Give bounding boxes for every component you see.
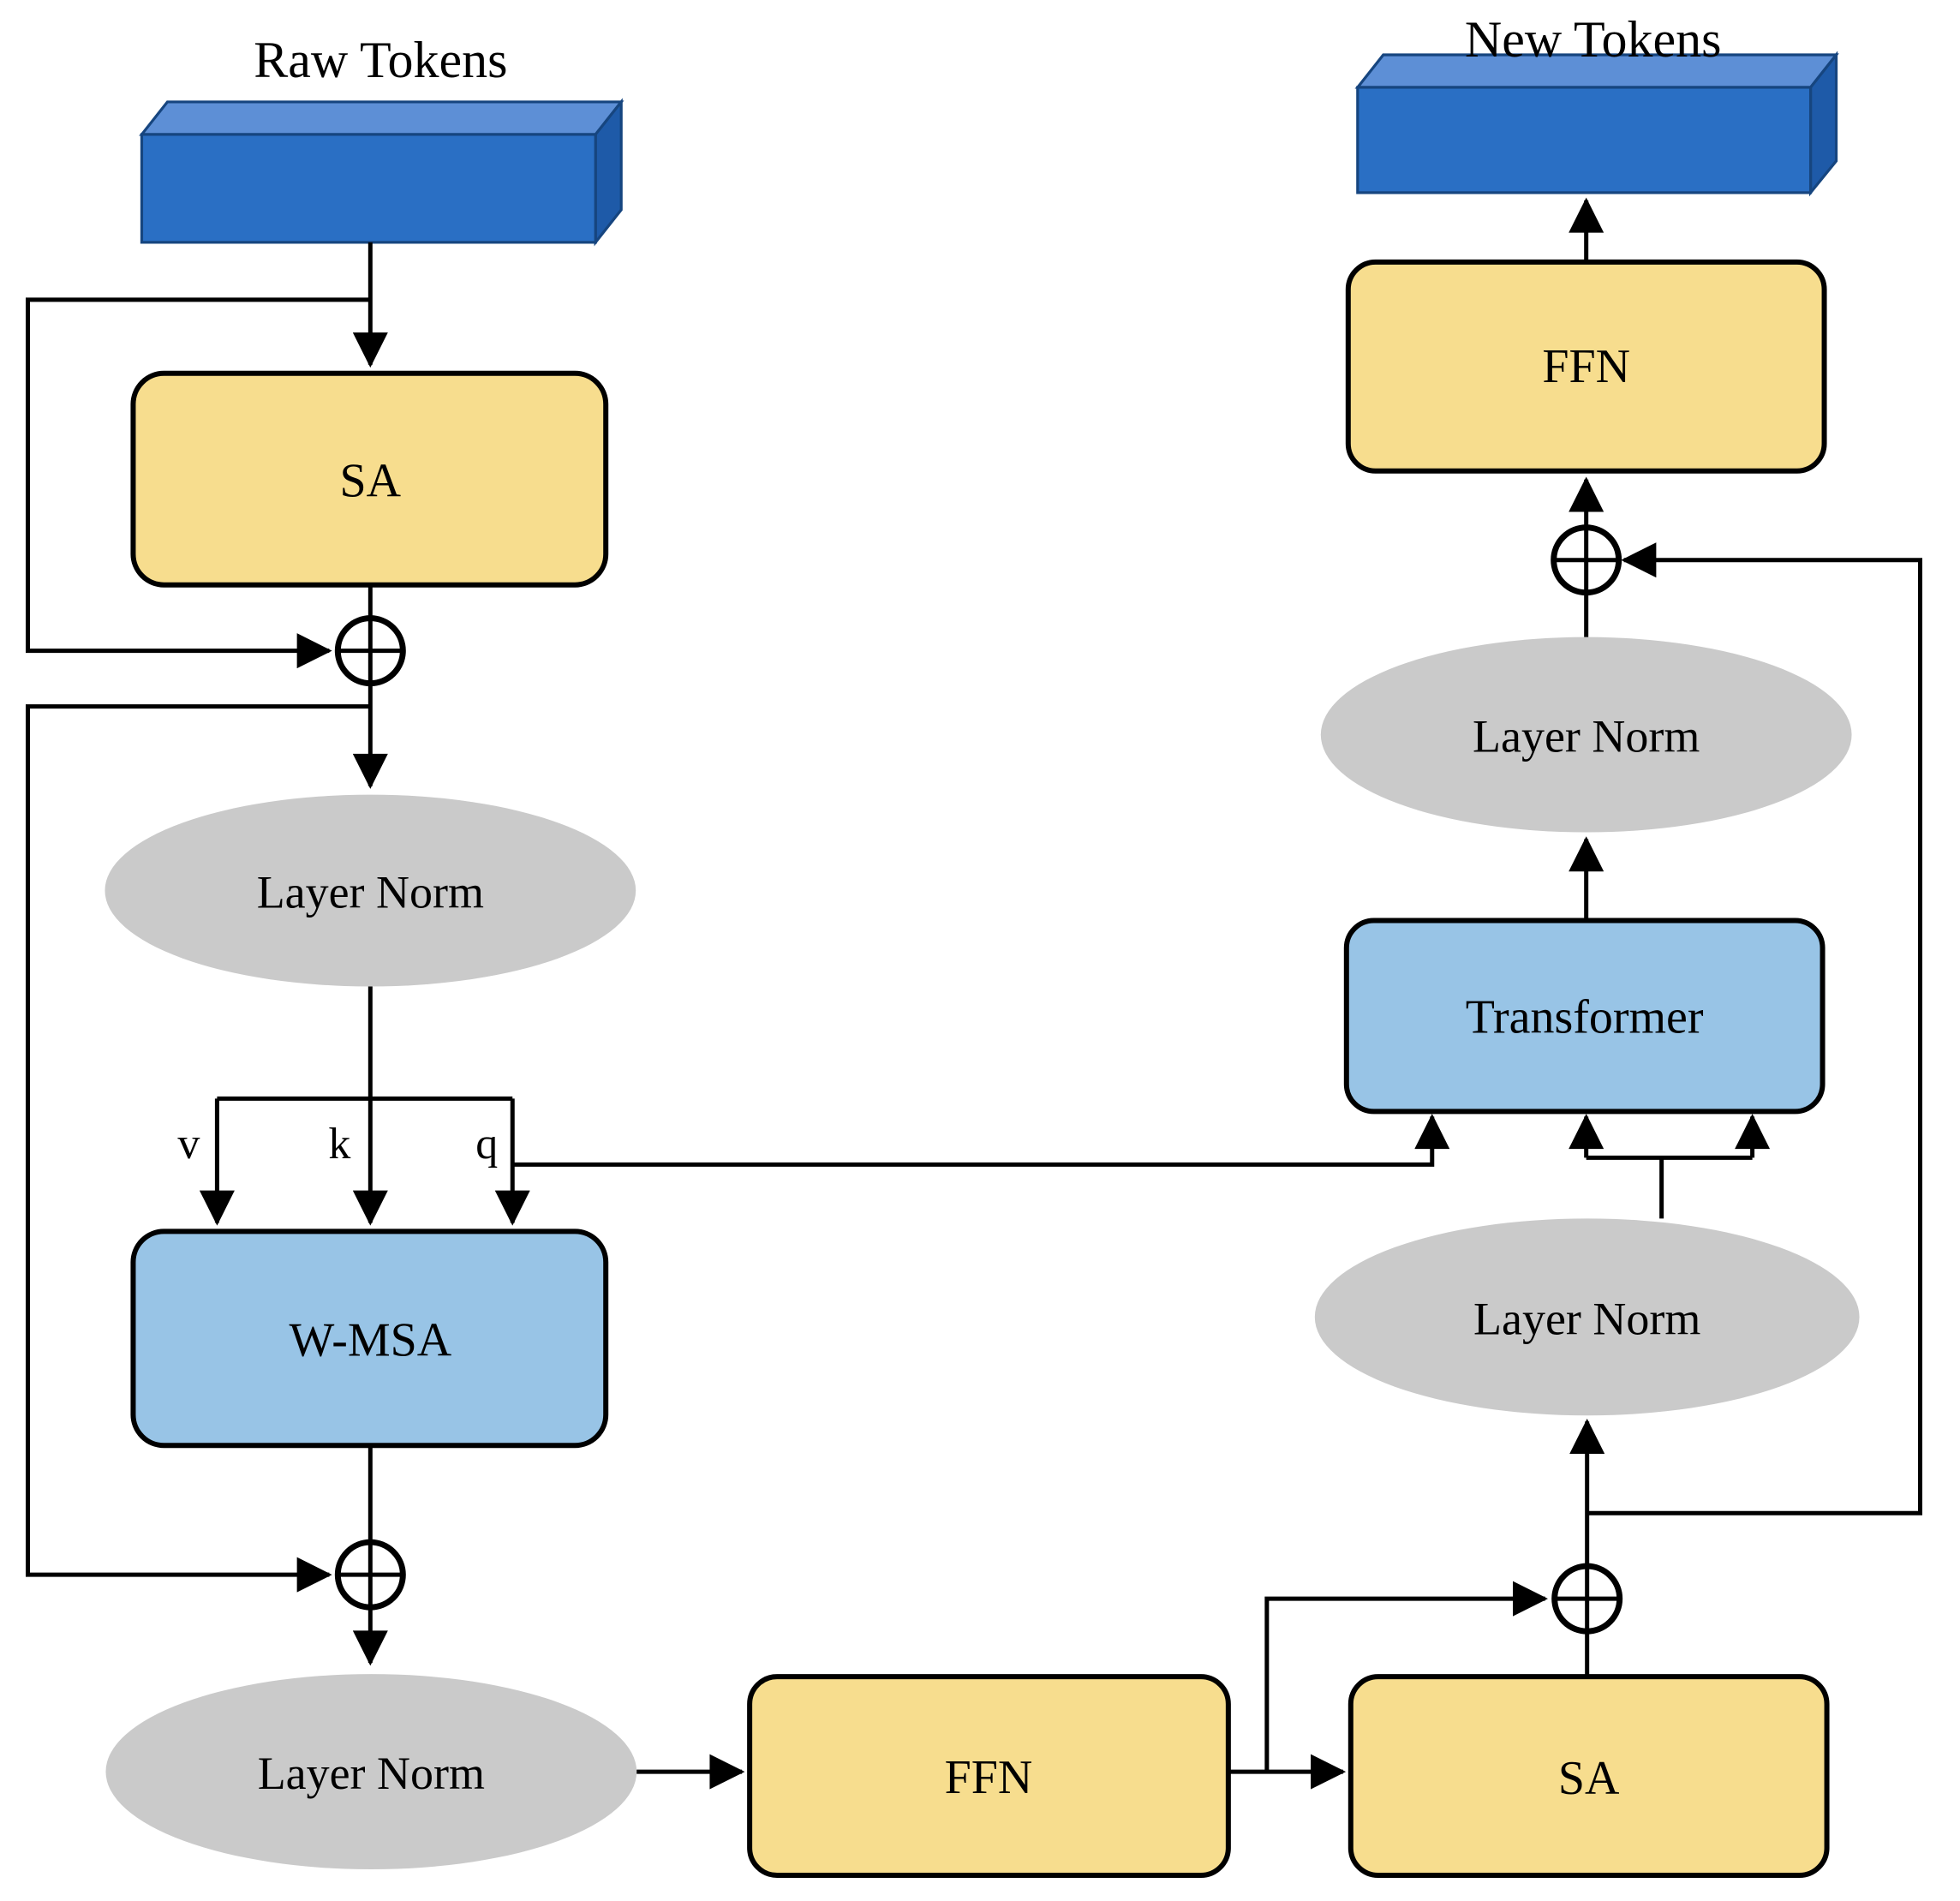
- raw-tokens-box-top-face: [139, 100, 624, 136]
- layer-norm-upper-right: [1320, 637, 1852, 833]
- raw-tokens-label: Raw Tokens: [254, 32, 507, 88]
- new-tokens-label: New Tokens: [1465, 11, 1722, 68]
- q-label: q: [475, 1120, 498, 1169]
- add-operator-3: [1551, 1563, 1623, 1635]
- arrow-q-to-transformer: [512, 1114, 1450, 1167]
- plus-cross-icon-3: [1554, 1566, 1620, 1632]
- layer-norm-lower-right-label: Layer Norm: [1473, 1293, 1700, 1344]
- plus-cross-icon-2: [338, 1542, 403, 1608]
- v-label: v: [177, 1120, 200, 1169]
- plus-cross-icon-1: [338, 618, 403, 684]
- sa-block-left-label: SA: [340, 455, 402, 508]
- plus-cross-icon-4: [1553, 527, 1619, 593]
- add-operator-1: [334, 615, 406, 687]
- arrow-skip-input-to-add1: [26, 297, 371, 669]
- arrow-long-skip-to-add4: [1587, 542, 1923, 1515]
- add-operator-4: [1551, 524, 1622, 596]
- layer-norm-1-label: Layer Norm: [257, 867, 484, 918]
- raw-tokens-box-front-face: [140, 133, 597, 244]
- layer-norm-upper-right-label: Layer Norm: [1473, 711, 1700, 762]
- transformer-block-label: Transformer: [1466, 990, 1704, 1043]
- arrow-ffn-skip-to-add3: [1264, 1581, 1548, 1772]
- ffn-block-bottom-label: FFN: [945, 1751, 1033, 1804]
- ffn-block-top-label: FFN: [1542, 340, 1630, 393]
- arrow-skip-to-add2: [26, 704, 371, 1593]
- layer-norm-1: [105, 794, 636, 987]
- layer-norm-2: [105, 1674, 637, 1870]
- add-operator-2: [334, 1539, 406, 1611]
- sa-block-right-label: SA: [1558, 1752, 1620, 1805]
- ffn-block-bottom: [747, 1674, 1231, 1879]
- raw-tokens-box: [139, 98, 624, 247]
- k-label: k: [328, 1120, 350, 1169]
- layer-norm-2-label: Layer Norm: [258, 1748, 485, 1799]
- wmsa-block-label: W-MSA: [289, 1313, 451, 1366]
- new-tokens-box: [1354, 51, 1839, 197]
- layer-norm-lower-right: [1314, 1218, 1860, 1416]
- new-tokens-box-front-face: [1356, 86, 1813, 194]
